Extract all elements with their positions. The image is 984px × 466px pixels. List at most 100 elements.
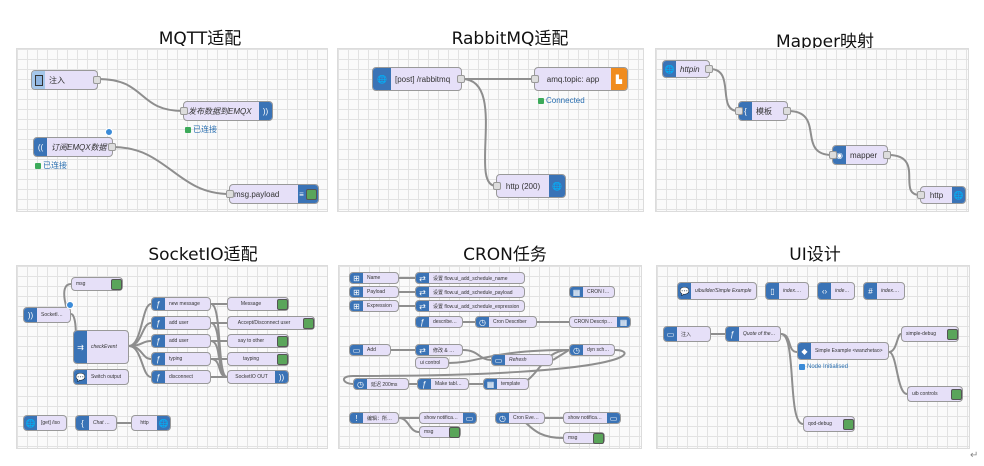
- clock-icon: ◷: [496, 413, 509, 423]
- inject-icon: [32, 71, 45, 89]
- ui-index-html-node[interactable]: ▯index.html: [765, 282, 809, 300]
- mapper-mapper-node[interactable]: ◉ mapper: [829, 145, 891, 165]
- comment-icon: 💬: [74, 370, 87, 384]
- cron-name-node[interactable]: ⊞Name: [349, 272, 399, 284]
- cron-refresh-node[interactable]: ▭Refresh: [491, 354, 553, 366]
- clock-icon: ◷: [570, 345, 583, 355]
- ui-index-js-node[interactable]: ‹›index.js: [817, 282, 855, 300]
- button-icon: ▭: [350, 345, 363, 355]
- text-input-icon: ⊞: [350, 273, 363, 283]
- title-socketio: SocketIO适配: [148, 245, 258, 265]
- warning-icon: !: [350, 413, 363, 423]
- mqtt-wires: [97, 78, 230, 195]
- ui-simple-example-node[interactable]: ◆Simple Example <wanzhetao>: [797, 342, 889, 360]
- function-icon: ƒ: [152, 317, 165, 329]
- cron-payload-node[interactable]: ⊞Payload: [349, 286, 399, 298]
- socketio-out-node[interactable]: SocketIO OUT)): [227, 370, 289, 384]
- socketio-chat-page-node[interactable]: {Chat page: [75, 415, 117, 431]
- socketio-get-iso-node[interactable]: 🌐[get] /iso: [23, 415, 67, 431]
- ui-icon: ▦: [570, 287, 583, 297]
- function-icon: ƒ: [726, 327, 739, 341]
- cron-modify-node[interactable]: ⇄修改 & 删除组: [415, 344, 463, 356]
- title-mapper: Mapper映射: [775, 32, 875, 52]
- cron-describer-node[interactable]: ◷Cron Describer: [475, 316, 537, 328]
- mqtt-subscribe-node[interactable]: (( 订阅EMQX数据: [33, 137, 116, 157]
- rabbitmq-http-out-node[interactable]: http (200) 🌐: [493, 174, 566, 198]
- socketio-say-to-other-node[interactable]: say to other: [227, 334, 289, 348]
- socketio-accept-node[interactable]: Accept/Disconnect user: [227, 316, 315, 330]
- mapper-httpin-node[interactable]: 🌐 httpin: [662, 60, 713, 78]
- socketio-checkevent-node[interactable]: ⇉ checkEvent: [73, 330, 129, 364]
- ui-simple-debug-node[interactable]: simple-debug: [901, 326, 959, 342]
- socketio-msg-node[interactable]: msg: [71, 277, 123, 291]
- cron-flow-panel: ⊞Name ⊞Payload ⊞Expression ⇄设置 flow.ui_a…: [338, 265, 642, 449]
- ui-qod-debug-node[interactable]: qod-debug: [803, 416, 855, 432]
- inject-icon: ▭: [664, 327, 677, 341]
- mqtt-flow-panel: 注入 发布数据到EMQX )) 已连接 (( 订阅EMQX数据 已连接 msg.…: [16, 48, 328, 212]
- cron-dyn-schedules-node[interactable]: ◷dyn schedules: [569, 344, 615, 356]
- mqtt-inject-node[interactable]: 注入: [31, 70, 101, 90]
- cron-expression-node[interactable]: ⊞Expression: [349, 300, 399, 312]
- cron-template-node[interactable]: ▦template: [483, 378, 529, 390]
- cron-msg-node[interactable]: msg: [419, 426, 461, 438]
- socketio-message-node[interactable]: Message: [227, 297, 289, 311]
- mqtt-subscribe-status: 已连接: [35, 160, 67, 171]
- mapper-icon: ◉: [833, 146, 846, 164]
- cron-set-name-node[interactable]: ⇄设置 flow.ui_add_schedule_name: [415, 272, 525, 284]
- ui-wires: [711, 333, 908, 425]
- cron-delay-node[interactable]: ◷延迟 200ms: [353, 378, 409, 390]
- socketio-flow-panel: msg )) SocketIO IN ⇉ checkEvent 💬 Switch…: [16, 265, 328, 449]
- socketio-tayping-node[interactable]: tayping: [227, 352, 289, 366]
- title-rabbitmq: RabbitMQ适配: [451, 29, 569, 49]
- socketio-switch-output-node[interactable]: 💬 Switch output: [73, 369, 129, 385]
- mqtt-publish-status: 已连接: [185, 124, 217, 135]
- cron-edit-all-node[interactable]: !编辑：所有节点: [349, 412, 399, 424]
- cron-show-notification-node-2[interactable]: show notification▭: [563, 412, 621, 424]
- ui-inject-node[interactable]: ▭注入: [663, 326, 711, 342]
- socketio-icon: )): [275, 371, 288, 383]
- cron-set-expression-node[interactable]: ⇄设置 flow.ui_add_schedule_expression: [415, 300, 525, 312]
- ui-uibuilder-comment[interactable]: 💬uibuilder/Simple Example: [677, 282, 757, 300]
- globe-icon: 🌐: [952, 187, 965, 203]
- mapper-template-node[interactable]: { 模板: [735, 101, 791, 121]
- rabbitmq-http-in-node[interactable]: 🌐 [post] /rabbitmq: [372, 67, 465, 91]
- mqtt-debug-node[interactable]: msg.payload ≡: [226, 184, 319, 204]
- change-icon: ⇄: [416, 345, 429, 355]
- globe-icon: 🌐: [373, 68, 391, 90]
- ui-icon: ▭: [463, 413, 476, 423]
- cron-info-node[interactable]: ▦CRON Info: [569, 286, 615, 298]
- template-icon: {: [739, 102, 752, 120]
- socketio-in-node[interactable]: )) SocketIO IN: [23, 307, 71, 323]
- function-icon: ƒ: [152, 335, 165, 347]
- cron-msg2-node[interactable]: msg: [563, 432, 605, 444]
- cron-ui-control-node[interactable]: ui control: [415, 357, 449, 369]
- mqtt-publish-node[interactable]: 发布数据到EMQX )): [180, 101, 273, 121]
- title-ui: UI设计: [789, 245, 841, 265]
- rabbitmq-icon: ▙: [611, 68, 627, 90]
- mapper-flow-panel: 🌐 httpin { 模板 ◉ mapper http 🌐: [655, 48, 969, 212]
- rabbitmq-flow-panel: 🌐 [post] /rabbitmq amq.topic: app ▙ Conn…: [337, 48, 644, 212]
- ui-uib-controls-node[interactable]: uib controls: [907, 386, 963, 402]
- ui-index-css-node[interactable]: #index.css: [863, 282, 905, 300]
- cron-events-node[interactable]: ◷Cron Events: [495, 412, 545, 424]
- cron-set-payload-node[interactable]: ⇄设置 flow.ui_add_schedule_payload: [415, 286, 525, 298]
- mapper-http-node[interactable]: http 🌐: [917, 186, 966, 204]
- debug-toggle[interactable]: [111, 278, 122, 290]
- rabbitmq-amq-node[interactable]: amq.topic: app ▙: [531, 67, 628, 91]
- hash-icon: #: [864, 283, 877, 299]
- socketio-http-node[interactable]: http🌐: [131, 415, 171, 431]
- cron-description-node[interactable]: CRON Description▦: [569, 316, 631, 328]
- ui-icon: ▦: [617, 317, 630, 327]
- cron-add-node[interactable]: ▭Add: [349, 344, 391, 356]
- ui-node-status: Node Initialised: [799, 364, 848, 370]
- cron-show-notification-node-1[interactable]: show notification▭: [419, 412, 477, 424]
- change-icon: ⇄: [416, 273, 429, 283]
